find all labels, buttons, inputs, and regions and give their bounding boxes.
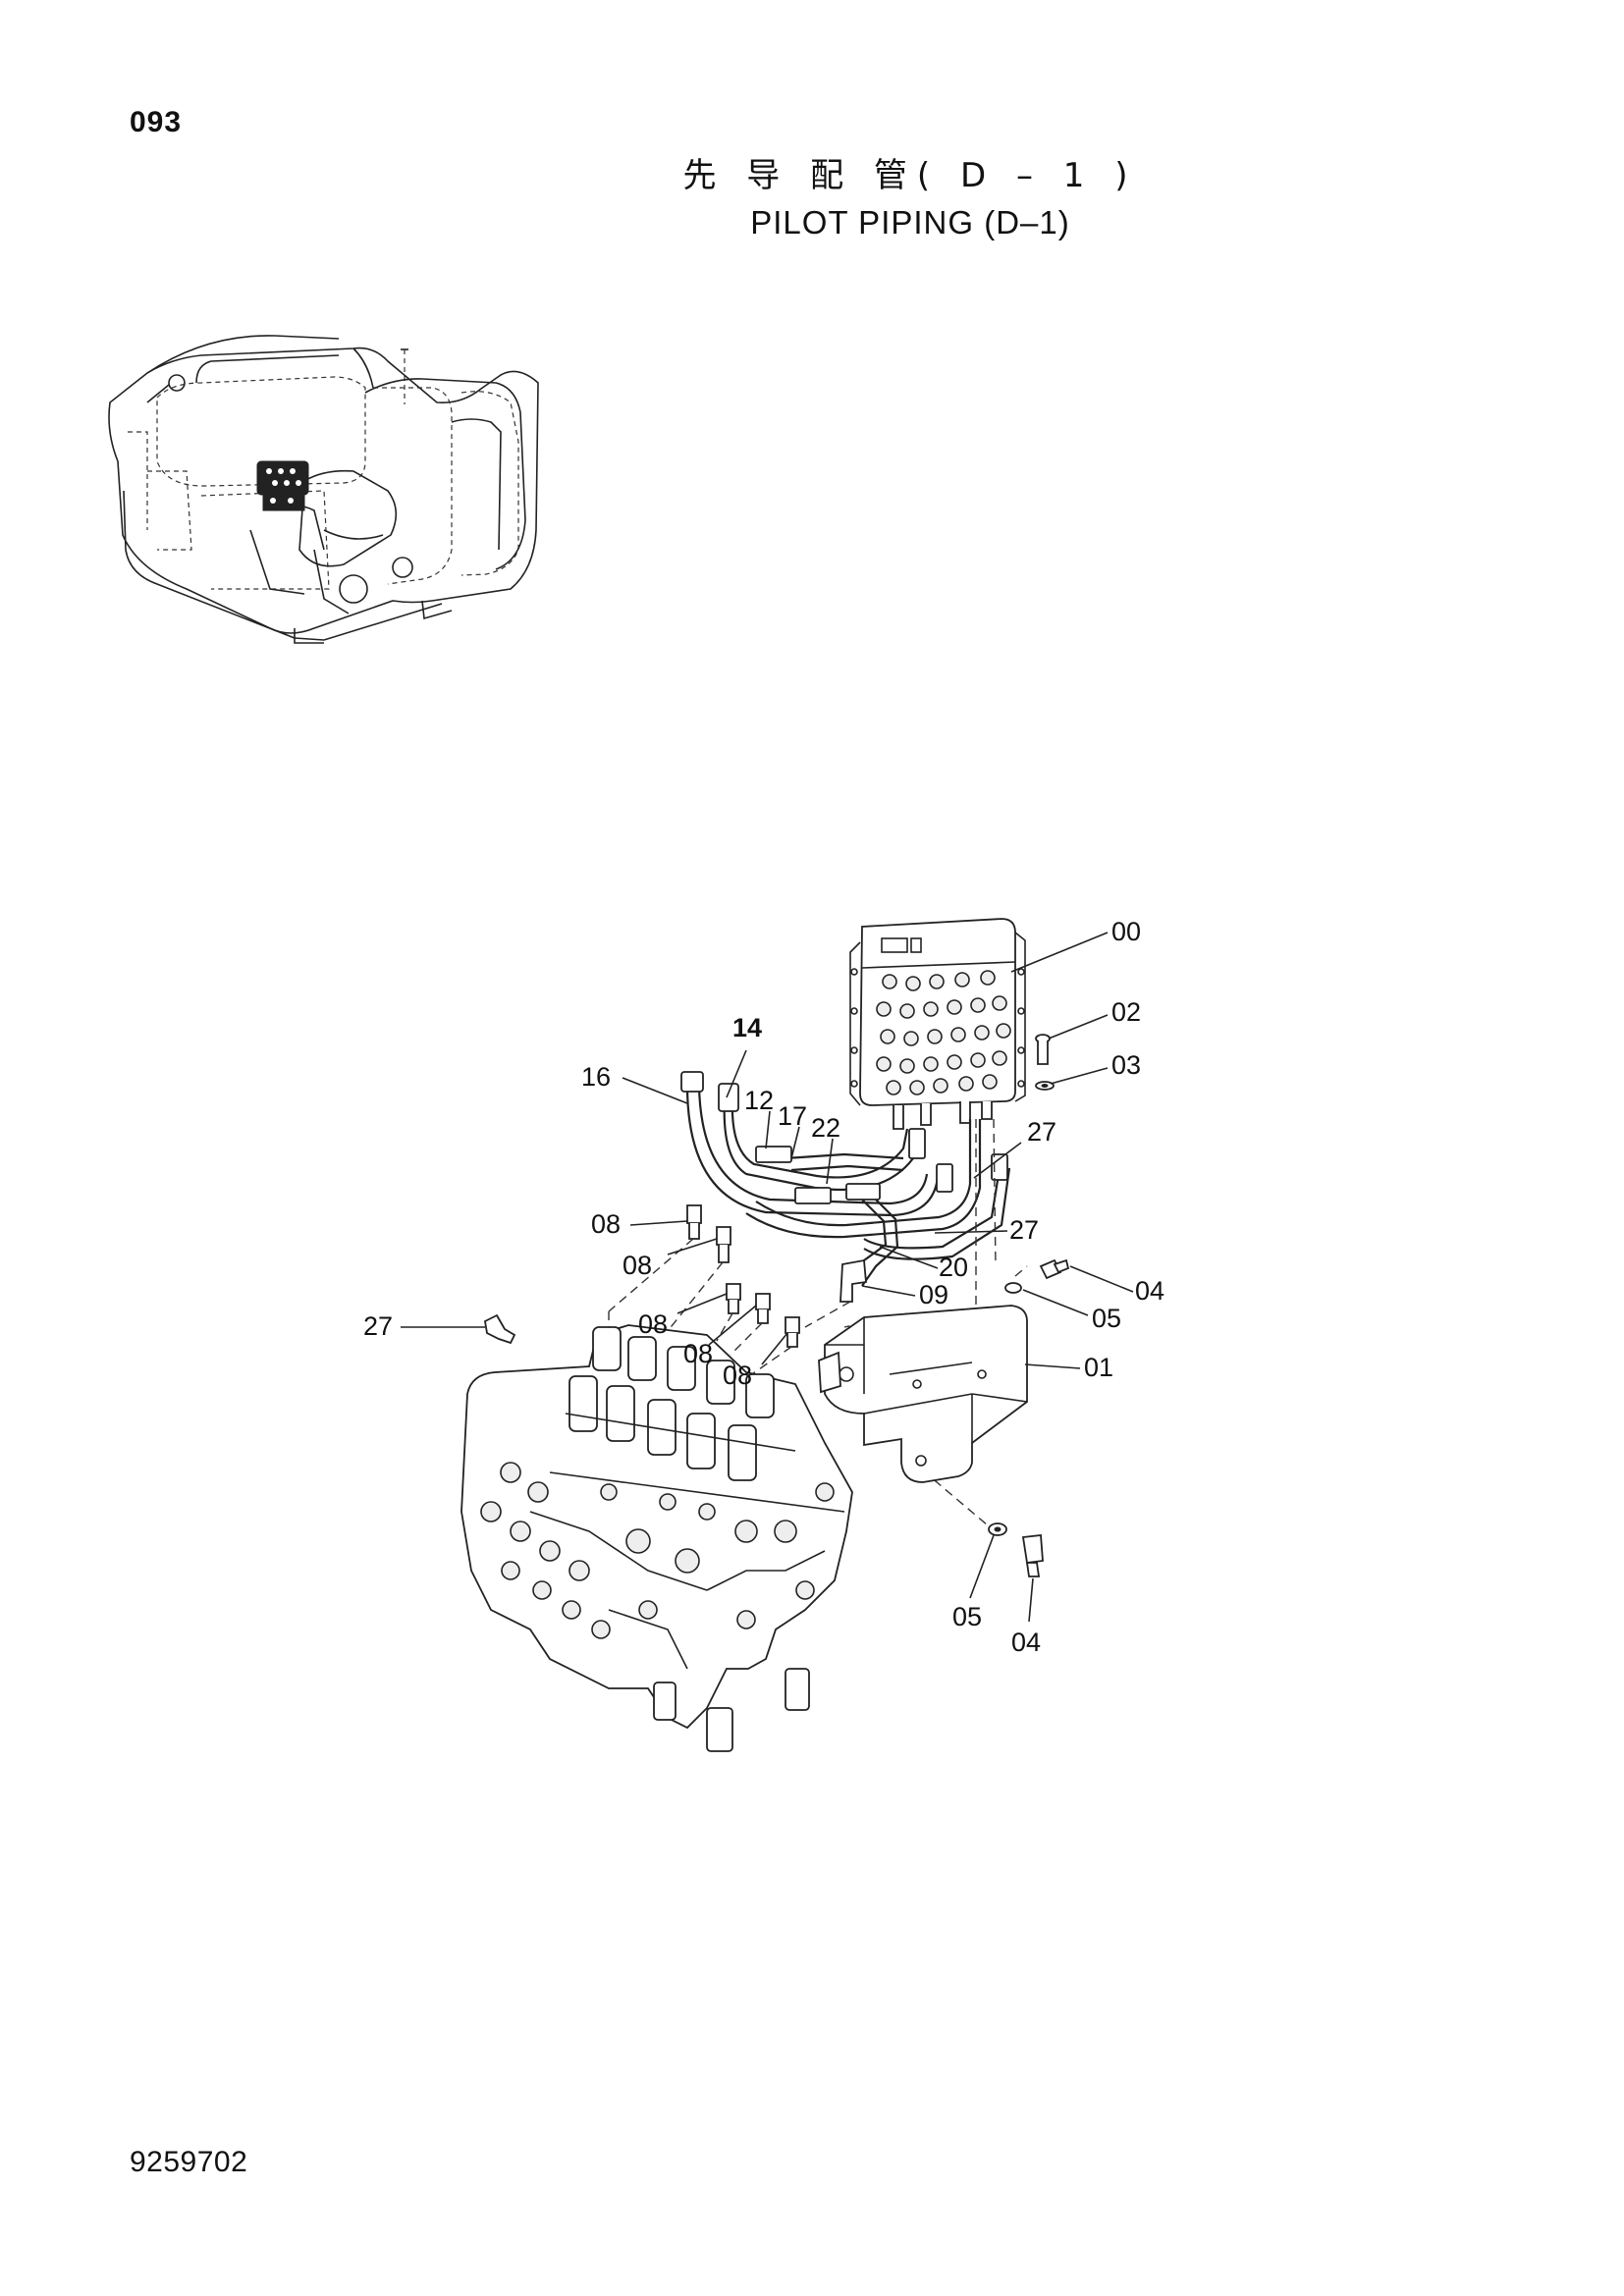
callout-27-middle: 27 [1009,1215,1039,1245]
callout-01: 01 [1084,1353,1113,1382]
connector-27-left [484,1313,516,1345]
bolt-washer-04-05-lower [988,1522,1044,1577]
callout-27-upper: 27 [1027,1117,1056,1147]
fitting-08-e [785,1316,800,1348]
page-number: 093 [130,106,183,138]
title-chinese: 先 导 配 管( D – 1 ) [682,156,1138,195]
callout-12: 12 [744,1086,774,1115]
bolt-washer-04-05-upper [1004,1258,1070,1294]
fitting-08-c [726,1283,741,1314]
pilot-valve-ports [850,968,1025,1095]
callout-08-d: 08 [683,1339,713,1368]
control-valve [460,1324,853,1752]
mounting-bracket-01 [818,1305,1028,1483]
callout-labels: 00 02 03 14 16 12 17 22 27 27 08 08 08 0… [363,917,1164,1657]
callout-03: 03 [1111,1050,1141,1080]
pilot-valve-block [849,918,1026,1130]
callout-08-a: 08 [591,1209,621,1239]
control-valve-ports [480,1462,835,1639]
title-block: 先 导 配 管( D – 1 ) PILOT PIPING (D–1) [0,153,1624,245]
callout-27-left: 27 [363,1311,393,1341]
callout-04-upper: 04 [1135,1276,1164,1306]
bolt-and-washer-02-03 [1035,1034,1055,1091]
document-number: 9259702 [130,2146,248,2178]
fitting-08-d [755,1293,771,1324]
callout-02: 02 [1111,997,1141,1027]
fitting-08-a [686,1204,702,1240]
leader-lines [401,932,1134,1623]
callout-08-c: 08 [638,1309,668,1339]
callout-22: 22 [811,1113,840,1143]
callout-20: 20 [939,1253,968,1282]
title-english: PILOT PIPING (D–1) [750,204,1070,240]
callout-09: 09 [919,1280,948,1309]
callout-17: 17 [778,1101,807,1131]
callout-05-lower: 05 [952,1602,982,1631]
callout-05-upper: 05 [1092,1304,1121,1333]
locator-valve-highlight [256,460,309,511]
fitting-08-b [716,1226,731,1263]
callout-04-lower: 04 [1011,1628,1041,1657]
elbow-09 [839,1258,867,1303]
callout-08-e: 08 [723,1361,752,1390]
callout-14: 14 [732,1013,762,1042]
callout-08-b: 08 [623,1251,652,1280]
fittings-08 [686,1204,800,1348]
callout-00: 00 [1111,917,1141,946]
locator-machine-overview [108,335,539,644]
callout-16: 16 [581,1062,611,1092]
